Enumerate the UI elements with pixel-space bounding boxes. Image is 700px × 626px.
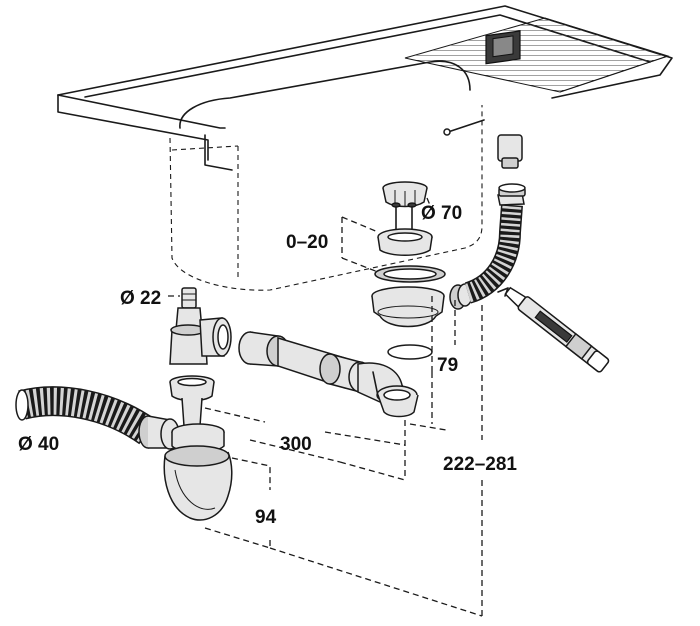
overflow-flex-hose [464,183,526,304]
label-trap-depth: 94 [255,507,277,528]
sink-overflow-outlet [443,30,523,169]
label-horizontal-length: 300 [280,434,312,455]
label-outlet-diameter: Ø 40 [18,434,59,455]
label-strainer-diameter: Ø 70 [421,203,462,224]
label-overflow-range: 222–281 [443,454,517,475]
strainer-basket-assembly [371,181,473,360]
label-overflow-offset: 79 [437,355,458,376]
outlet-flex-hose [15,386,157,445]
label-inlet-diameter: Ø 22 [120,288,161,309]
inlet-tee-fitting [169,287,232,365]
dimension-labels: Ø 70 0–20 Ø 22 79 Ø 40 300 222–281 94 [18,203,517,528]
label-strainer-adjust: 0–20 [286,232,328,253]
utility-knife-icon [504,286,610,373]
sink-unit [57,5,673,291]
drainboard-grooves [404,17,670,93]
horizontal-drain-pipe [238,331,419,418]
dimension-lines [168,197,483,617]
bottle-trap [138,375,233,521]
